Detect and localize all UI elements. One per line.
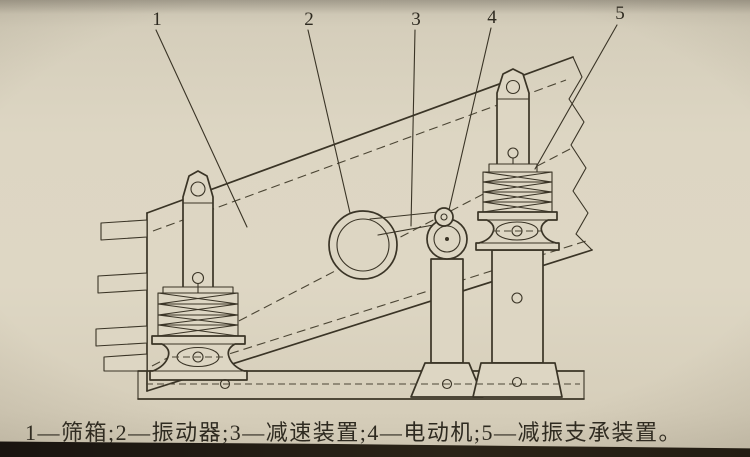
right-spring — [482, 171, 553, 213]
feed-slat — [97, 272, 148, 294]
base-hole — [511, 376, 523, 388]
vibrator — [328, 210, 398, 280]
right-hanger-bracket — [496, 68, 530, 166]
base-hole — [219, 378, 231, 390]
callout-numbers: 1 2 3 4 5 — [152, 3, 625, 30]
base-details — [146, 376, 580, 390]
callout-number-1: 1 — [152, 9, 162, 30]
callout-number-4: 4 — [487, 7, 497, 28]
right-damping-support — [472, 68, 563, 398]
motor-pulley-hub — [440, 213, 448, 221]
vibrator-inner-circle — [336, 218, 390, 272]
screen-box-broken-end — [568, 56, 593, 251]
left-saddle-base — [149, 335, 248, 381]
callout-leaders — [155, 24, 618, 228]
callout-number-3: 3 — [411, 9, 421, 30]
feed-slat — [103, 353, 148, 372]
right-lug-hole — [505, 79, 521, 95]
left-lug-hole — [190, 181, 206, 197]
right-foot — [472, 362, 563, 398]
callout-number-5: 5 — [615, 3, 625, 24]
feed-slat — [100, 219, 148, 241]
leader-line-4 — [448, 27, 492, 211]
left-saddle-flange-line — [149, 343, 248, 372]
right-column — [491, 249, 544, 364]
feed-slat — [95, 325, 148, 347]
figure-caption: 1—筛箱;2—振动器;3—减速装置;4—电动机;5—减振支承装置。 — [25, 420, 682, 445]
leader-line-2 — [307, 29, 351, 214]
belt-line — [369, 211, 439, 220]
right-column-hole — [511, 292, 523, 304]
right-spring-top-plate — [488, 163, 538, 173]
base-hole — [441, 378, 453, 390]
left-hanger-bracket — [182, 170, 214, 294]
left-spring — [157, 292, 239, 337]
feed-slats — [95, 219, 148, 372]
left-damping-support — [149, 170, 248, 381]
belt-line — [377, 223, 440, 236]
electric-motor — [426, 207, 468, 260]
callout-number-2: 2 — [304, 9, 314, 30]
vibrator-outer-circle — [328, 210, 398, 280]
leader-line-5 — [534, 24, 618, 170]
reduction-drive — [369, 211, 440, 236]
motor-pulley — [434, 207, 454, 227]
leader-line-1 — [155, 29, 248, 228]
right-saddle-flange-line — [475, 219, 560, 244]
left-saddle-pin — [192, 351, 204, 363]
motor-shaft-dot — [445, 237, 449, 241]
motor-column — [430, 258, 464, 364]
motor-pedestal — [410, 258, 484, 398]
leader-line-3 — [410, 29, 416, 227]
